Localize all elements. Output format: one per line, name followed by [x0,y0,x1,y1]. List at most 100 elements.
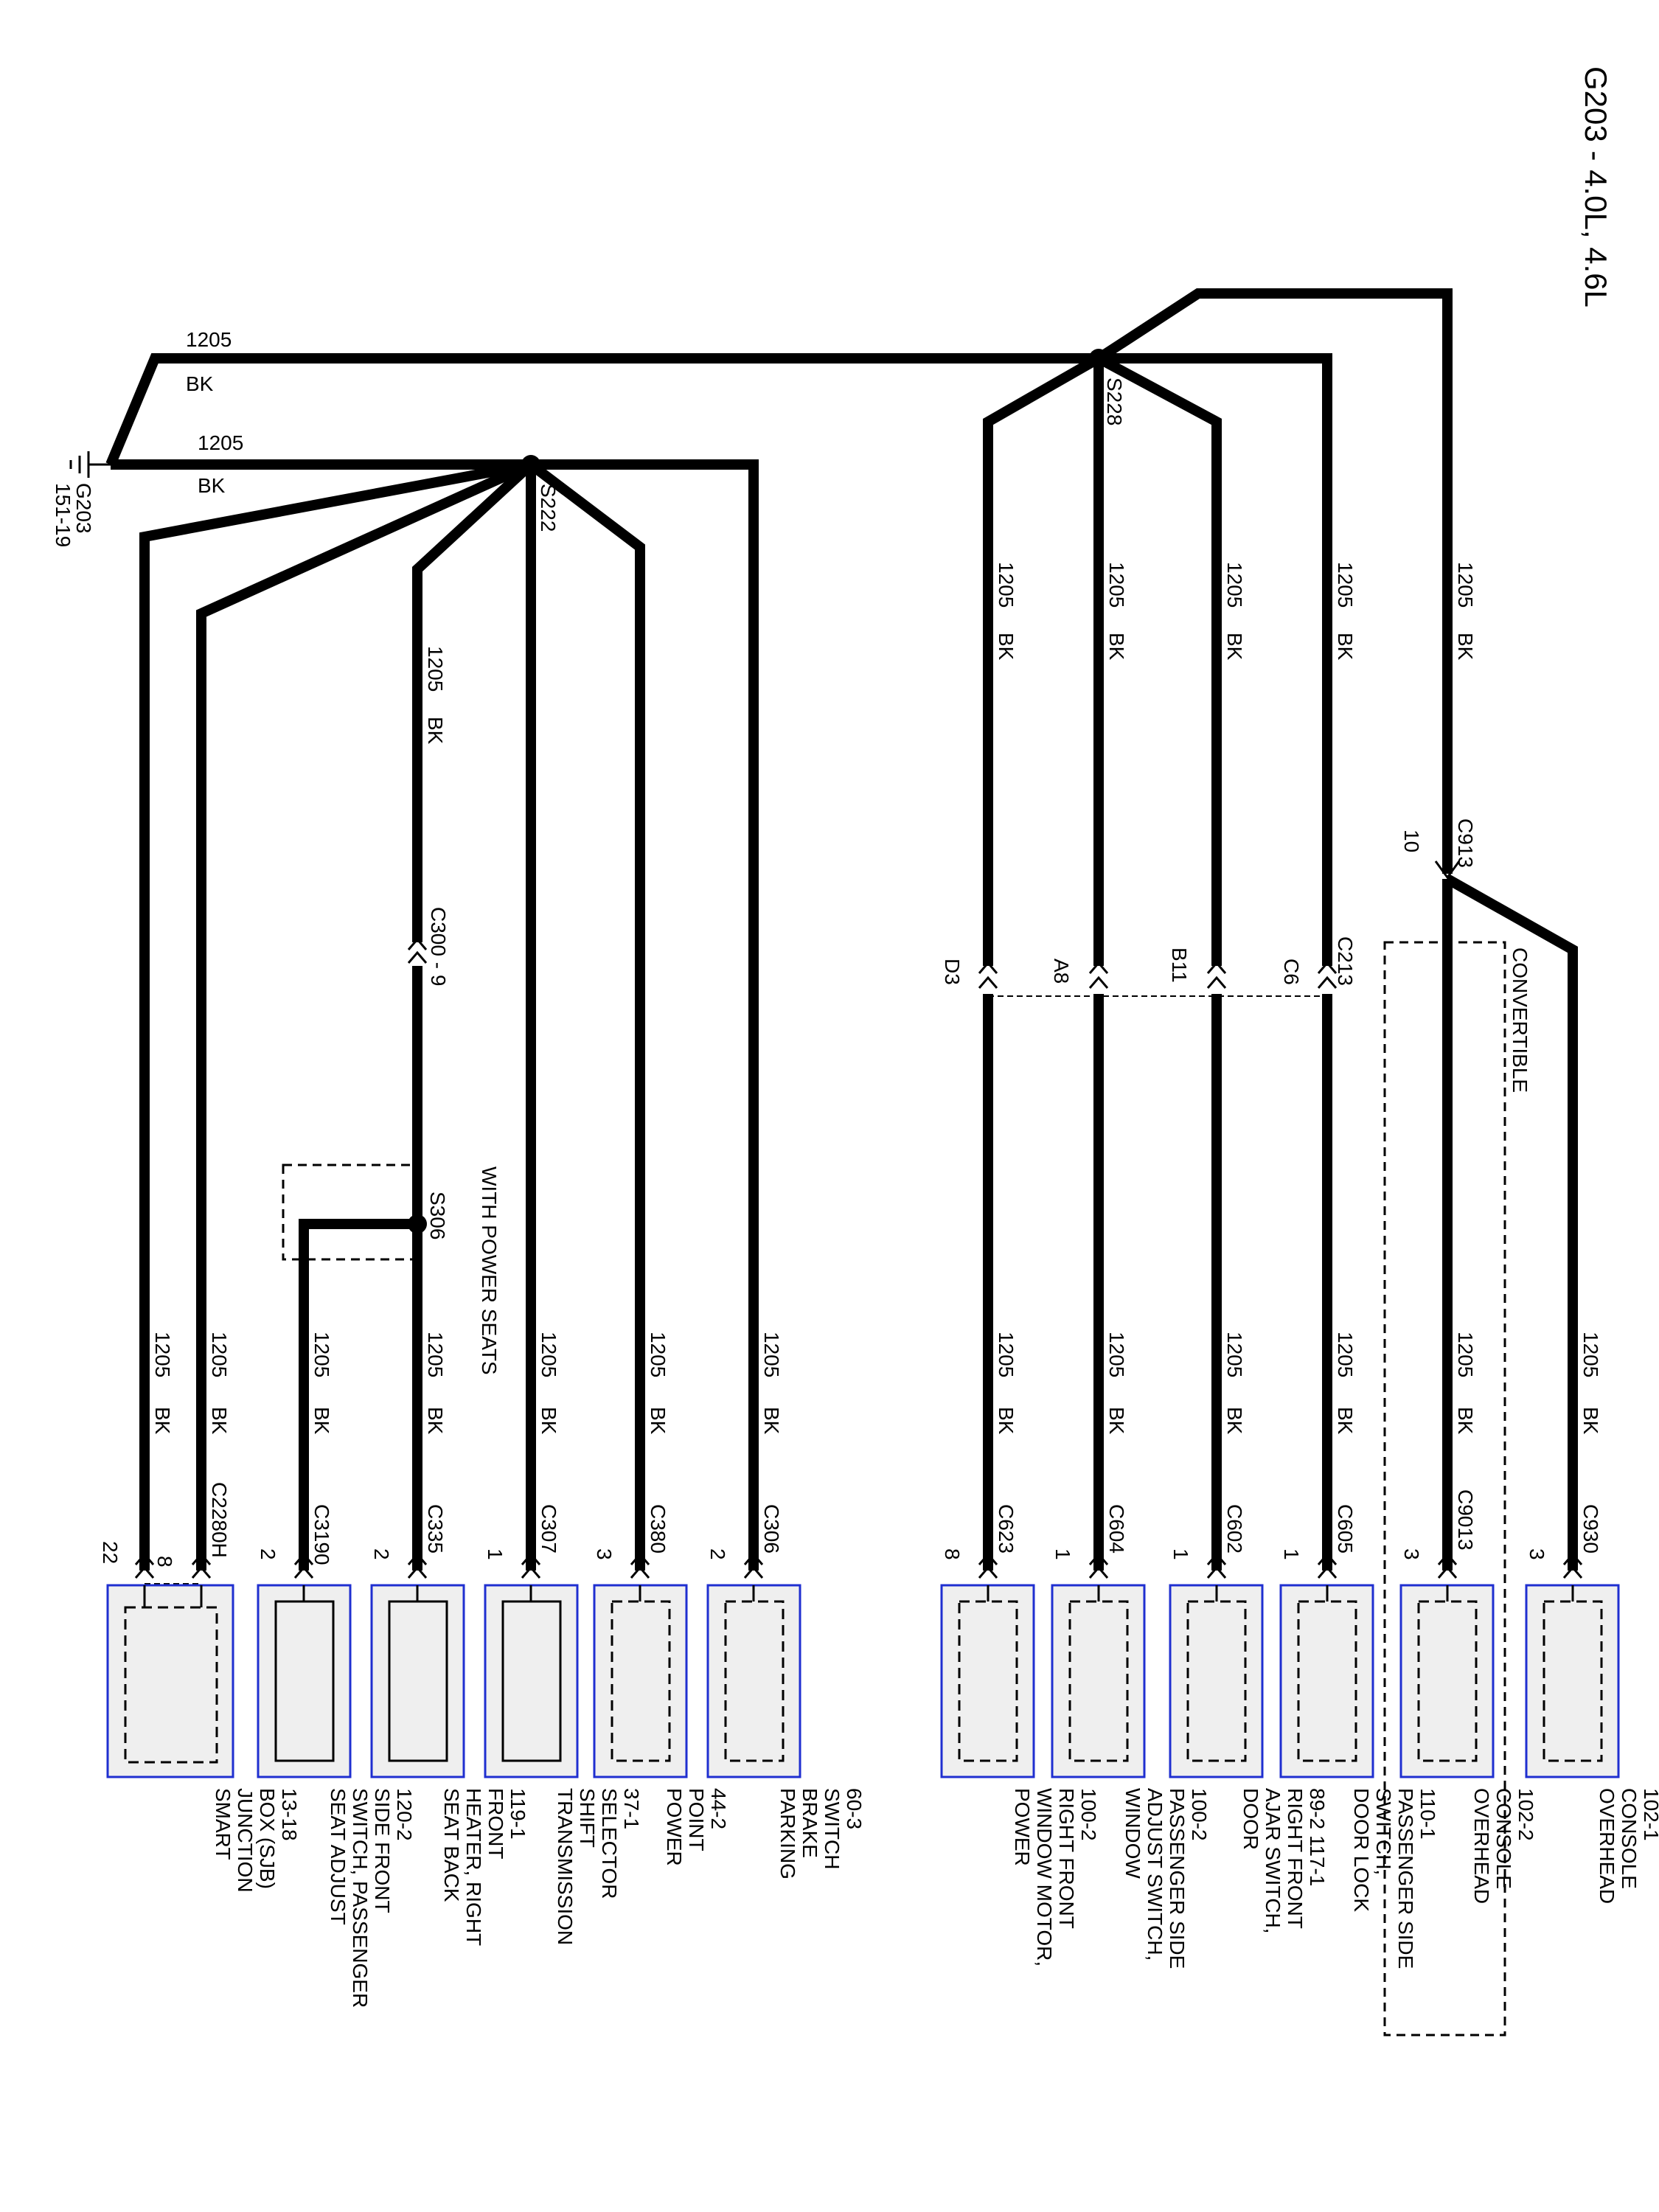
c913-label: C913 [1454,818,1477,868]
component-door-lock-switch [1279,1584,1374,1778]
c913-connector-icon [1434,860,1461,880]
wire-label-circuit: 1205 [1223,562,1246,608]
component-connector-labels: C930 3 C9013 3 C605 1 C602 1 C604 1 C623… [99,1482,1602,1568]
c913-pin: 10 [1400,830,1423,852]
component-door-ajar-switch [1169,1584,1264,1778]
wire-label-circuit: 1205 [208,1332,231,1377]
wire-label-color: BK [1223,1407,1246,1435]
wire-c213-c6 [1099,353,1332,966]
convertible-note: CONVERTIBLE [1509,947,1531,1093]
c213-connector [978,961,1338,997]
splice-s222-label: S222 [537,484,560,532]
name-door-lock-switch: DOOR LOCKSWITCH,PASSENGER SIDE110-1 [1350,1788,1439,1969]
pin-c9013: 3 [1400,1548,1423,1560]
wire-label-color: BK [1454,1407,1477,1435]
component-pin-arrows [134,1552,1583,1585]
conn-c335: C335 [424,1504,447,1554]
wire-label-color: BK [1579,1407,1602,1435]
name-parking-brake-switch: PARKINGBRAKESWITCH60-3 [776,1788,866,1879]
name-window-adjust-switch: WINDOWADJUST SWITCH,PASSENGER SIDE100-2 [1121,1788,1211,1969]
trunk-upper-color: BK [186,372,214,395]
component-seat-adjust-switch [257,1584,352,1778]
name-transmission-shift-selector: TRANSMISSIONSHIFTSELECTOR37-1 [554,1788,643,1945]
wire-label-circuit: 1205 [1579,1332,1602,1377]
wire-to-power-point [527,460,645,1571]
component-power-point [593,1584,688,1778]
wire-label-color: BK [1334,1407,1357,1435]
wire-label-color: BK [424,1407,447,1435]
c300-connector-icon [407,937,428,964]
wire-label-color: BK [760,1407,783,1435]
diagram-title: G203 - 4.0L, 4.6L [1579,66,1613,307]
conn-c9013: C9013 [1454,1489,1477,1551]
wire-label-color: BK [424,717,447,745]
name-seat-back-heater: SEAT BACKHEATER, RIGHTFRONT119-1 [440,1788,529,1946]
wire-c213-b11 [1096,353,1222,966]
component-seat-back-heater [370,1584,465,1778]
component-names: OVERHEADCONSOLE102-1 OVERHEADCONSOLE102-… [212,1788,1659,2008]
ground-symbol-icon [69,451,111,478]
wire-label-circuit: 1205 [995,1332,1018,1377]
wire-label-color: BK [1223,633,1246,661]
name-smart-junction-box: SMARTJUNCTIONBOX (SJB)13-18 [212,1788,301,1893]
wire-label-circuit: 1205 [760,1332,783,1377]
wire-label-circuit: 1205 [647,1332,669,1377]
conn-c2280h: C2280H [208,1482,231,1558]
name-door-ajar-switch: DOORAJAR SWITCH,RIGHT FRONT89-2 117-1 [1239,1788,1329,1934]
pin-c602: 1 [1169,1548,1192,1560]
wire-label-circuit: 1205 [1454,1332,1477,1377]
wire-label-circuit: 1205 [1454,562,1477,608]
wire-to-c300 [412,460,535,942]
pin-c605: 1 [1280,1548,1303,1560]
pin-c623: 8 [941,1548,964,1560]
component-overhead-console-2 [1399,1584,1495,1778]
wire-label-color: BK [538,1407,560,1435]
wire-label-circuit: 1205 [1223,1332,1246,1377]
pin-c2280h-22: 22 [99,1541,122,1564]
wire-trunk-upper [105,353,1099,467]
trunk-upper-circuit: 1205 [186,328,232,351]
pin-c306: 2 [706,1548,729,1560]
name-overhead-console-1: OVERHEADCONSOLE102-1 [1596,1788,1659,1904]
wire-label-circuit: 1205 [424,1332,447,1377]
name-power-point: POWERPOINT44-2 [663,1788,730,1866]
wire-label-color: BK [310,1407,333,1435]
conn-c623: C623 [995,1504,1018,1554]
pin-c380: 3 [593,1548,616,1560]
pin-c604: 1 [1051,1548,1074,1560]
conn-c604: C604 [1105,1504,1128,1554]
wire-s306-to-seat-adjust [299,1219,417,1571]
wire-label-color: BK [995,1407,1018,1435]
pin-c930: 3 [1526,1548,1548,1560]
wire-label-circuit: 1205 [1105,1332,1128,1377]
component-transmission-shift-selector [484,1584,579,1778]
wire-label-circuit: 1205 [1105,562,1128,608]
wire-c913-to-console-1 [1444,874,1578,1571]
c213-pin-d3: D3 [941,959,964,985]
component-smart-junction-box [106,1584,234,1778]
wire-label-circuit: 1205 [151,1332,174,1377]
c213-pin-a8: A8 [1050,959,1073,984]
wire-label-color: BK [1454,633,1477,661]
splice-s228-label: S228 [1103,378,1126,425]
lower-wire-labels: 1205 BK 1205 BK 1205 BK 1205 BK 1205 BK … [151,1332,1602,1435]
wire-label-circuit: 1205 [1334,562,1357,608]
wire-label-circuit: 1205 [1334,1332,1357,1377]
conn-c3190: C3190 [310,1504,333,1565]
conn-c930: C930 [1579,1504,1602,1554]
wire-label-color: BK [208,1407,231,1435]
wire-label-circuit: 1205 [424,646,447,692]
c213-pin-c6: C6 [1280,959,1303,985]
wire-label-color: BK [1105,1407,1128,1435]
trunk-lower-circuit: 1205 [198,431,243,454]
pin-c307: 1 [484,1548,507,1560]
wire-label-color: BK [647,1407,669,1435]
wire-label-circuit: 1205 [310,1332,333,1377]
wire-label-color: BK [1334,633,1357,661]
wire-to-convertible [1096,288,1453,874]
c213-pin-b11: B11 [1168,947,1191,983]
component-parking-brake-switch [706,1584,801,1778]
ground-ref: 151-19 [52,483,74,547]
